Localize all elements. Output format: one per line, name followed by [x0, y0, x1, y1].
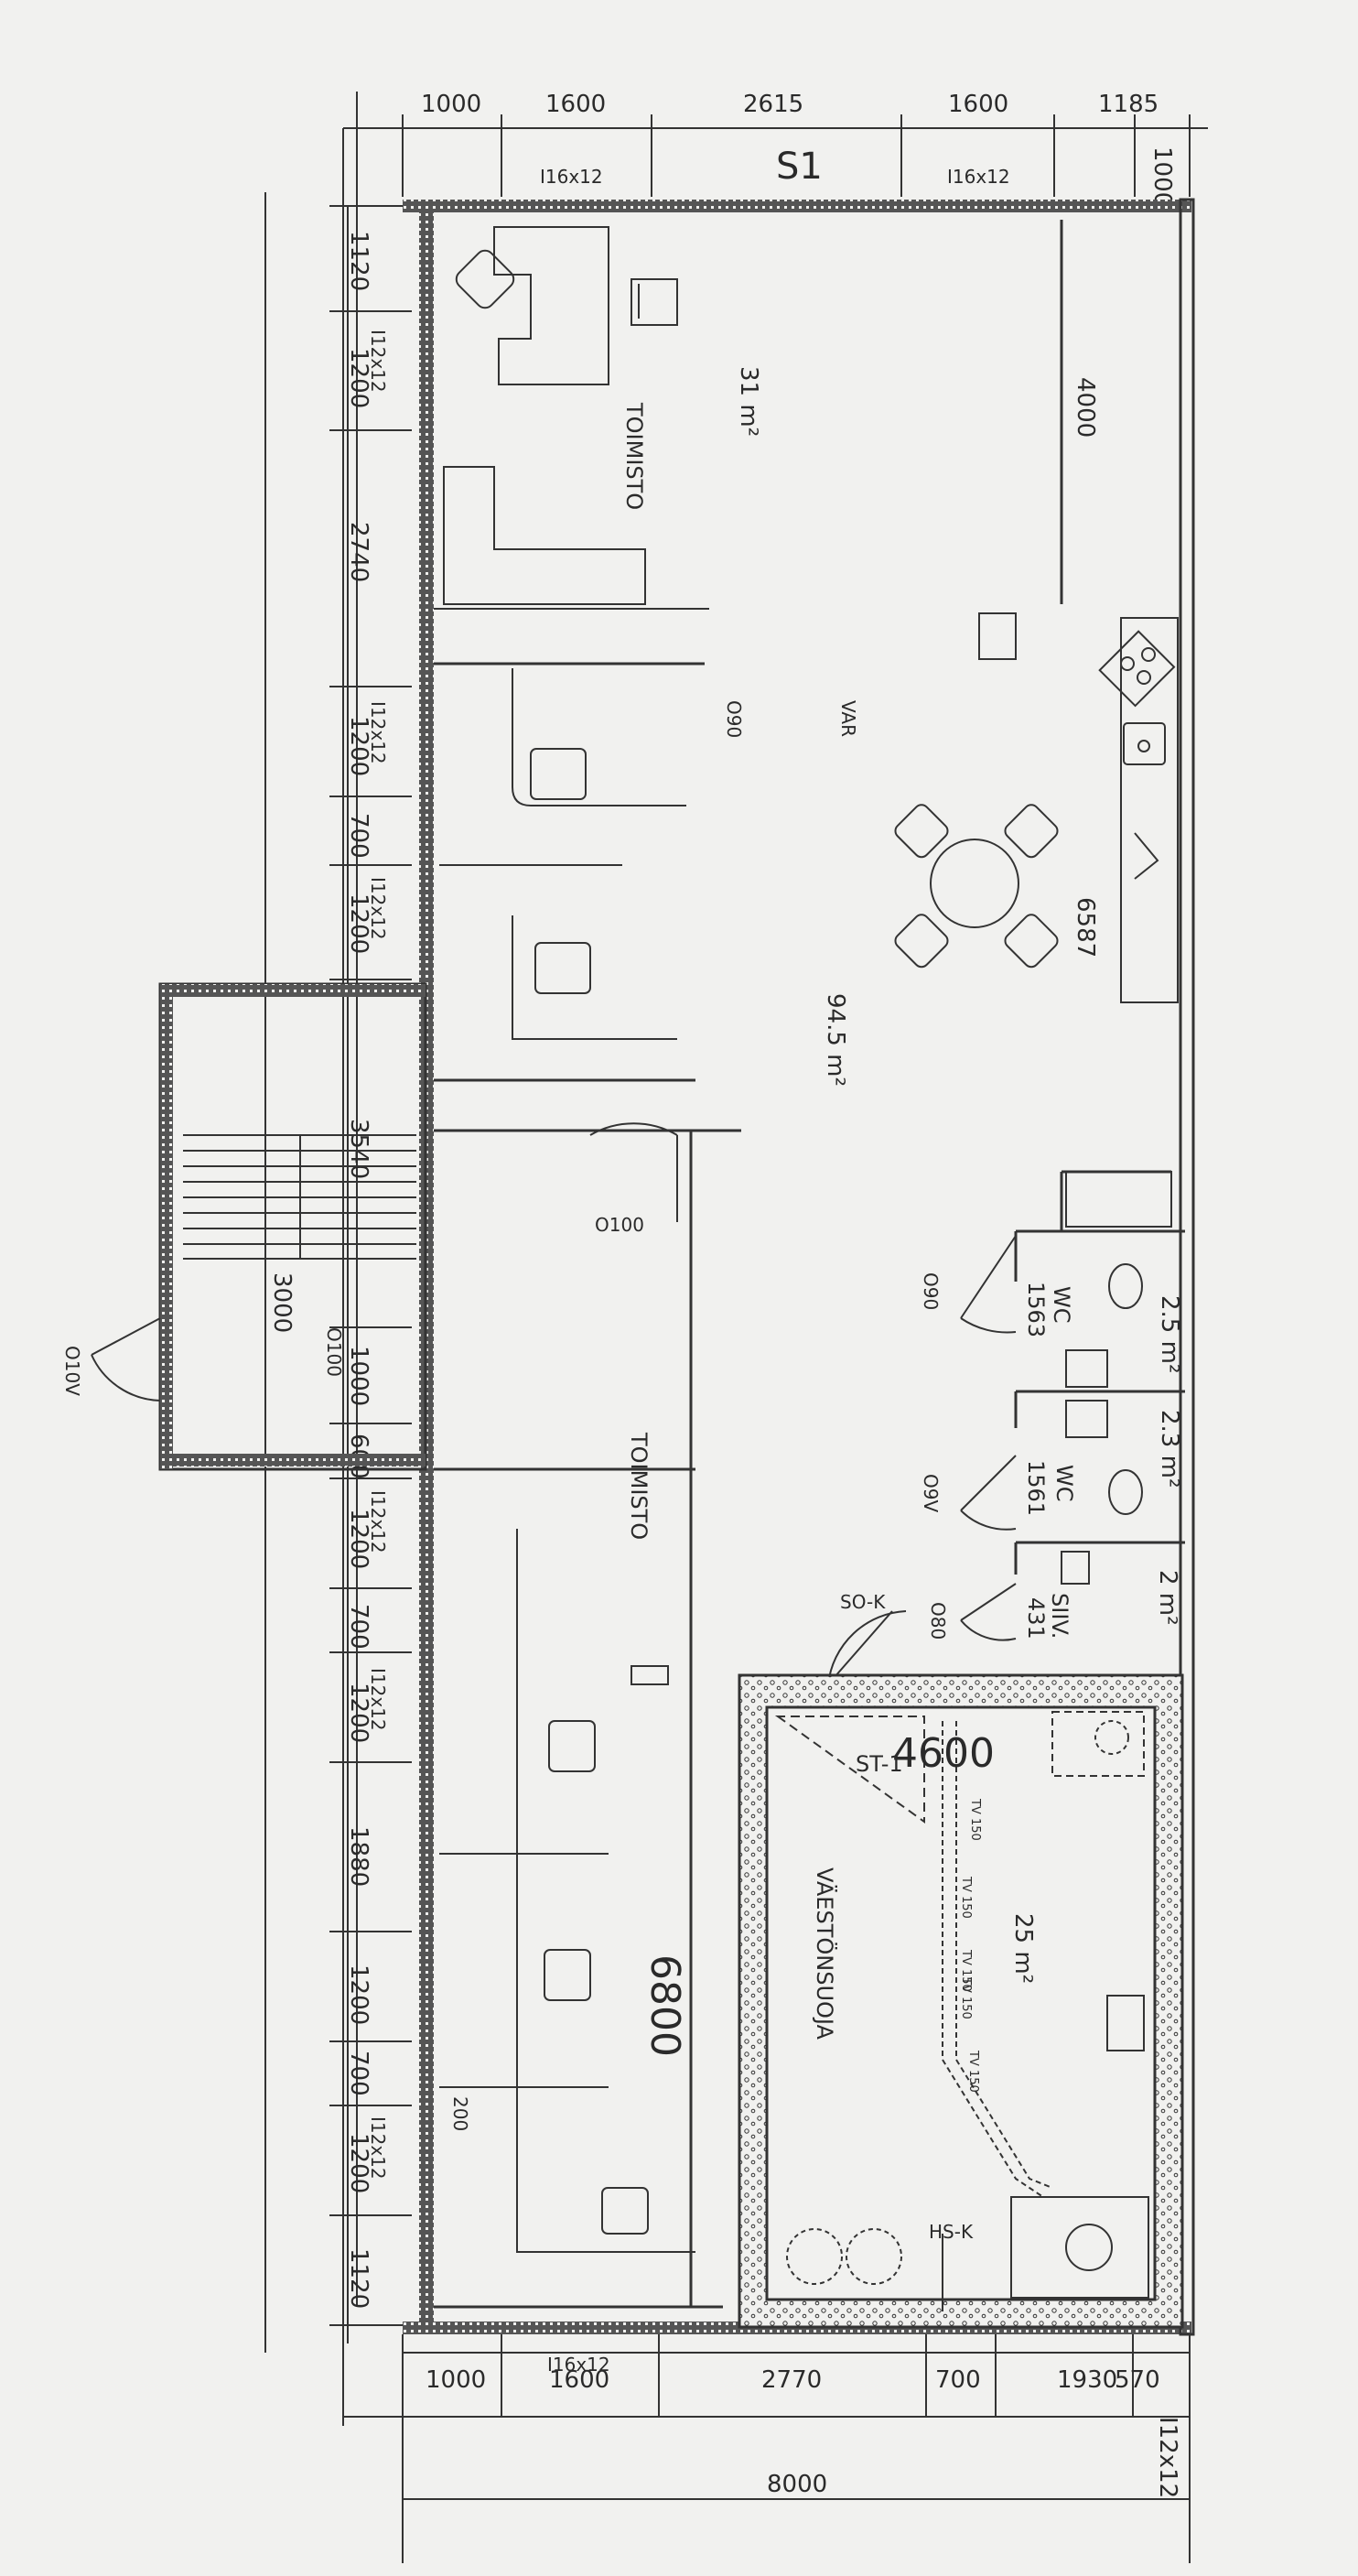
wc2-area: 2.3 m² — [1156, 1410, 1183, 1488]
top-s1-label: S1 — [776, 146, 823, 188]
siiv-name: SIIV. — [1047, 1593, 1072, 1639]
siiv-area: 2 m² — [1154, 1570, 1181, 1626]
office-2-name: TOIMISTO — [626, 1432, 652, 1540]
interior-doors — [589, 1122, 1017, 2322]
left-dim-6: 1200 — [345, 893, 372, 954]
left-window-tag-6: I12x12 — [367, 2116, 389, 2180]
bottom-dim-5: 1930 — [1057, 2366, 1117, 2394]
dining-table-set — [894, 804, 1059, 969]
left-dim-3: 2740 — [345, 522, 372, 582]
shelter-name: VÄESTÖNSUOJA — [812, 1867, 838, 2040]
left-dim-17: 1120 — [345, 2248, 372, 2309]
bottom-dim-6: 570 — [1115, 2366, 1160, 2394]
stair-annex — [158, 982, 427, 1471]
tv-label-1: TV 150 — [968, 1798, 982, 1841]
left-dim-16: 1200 — [345, 2133, 372, 2193]
wc2-name: WC — [1051, 1465, 1077, 1502]
left-dim-14: 1200 — [345, 1964, 372, 2025]
door-tag-010v: O10V — [61, 1346, 83, 1396]
wc2-code: 1561 — [1023, 1460, 1049, 1516]
shelter-walls — [738, 1673, 1184, 2329]
top-window-label-1: I16x12 — [540, 166, 603, 188]
top-window-label-2: I16x12 — [947, 166, 1010, 188]
dimension-frame — [264, 92, 1208, 2563]
left-dim-7: 3540 — [345, 1119, 372, 1179]
length-6800: 6800 — [641, 1954, 688, 2057]
door-tag-090a: O90 — [723, 700, 745, 738]
left-window-tag-2: I12x12 — [367, 701, 389, 764]
office-1-furniture — [434, 226, 709, 610]
left-dim-5: 700 — [345, 813, 372, 859]
door-tag-080: O80 — [927, 1602, 949, 1640]
left-dim-11: 700 — [345, 1604, 372, 1650]
corner-window-tag: I12x12 — [1154, 2417, 1181, 2498]
shelter-area: 25 m² — [1009, 1913, 1037, 1984]
wc1-area: 2.5 m² — [1156, 1295, 1183, 1373]
shelter-code: ST-1 — [856, 1751, 903, 1777]
tv-label-2: TV 150 — [959, 1876, 973, 1919]
tv-label-5: TV 150 — [966, 2050, 980, 2093]
siiv-code: 431 — [1023, 1597, 1049, 1640]
door-tag-hs-k: HS-K — [929, 2221, 974, 2243]
left-dim-1: 1120 — [345, 231, 372, 291]
wc1-name: WC — [1049, 1286, 1074, 1324]
left-window-tag-3: I12x12 — [367, 877, 389, 940]
door-tag-0100b: O100 — [323, 1327, 345, 1377]
dim-200: 200 — [449, 2096, 471, 2131]
bottom-window-label: I16x12 — [547, 2354, 610, 2376]
door-tag-var: VAR — [837, 700, 859, 737]
stair-dim-3000: 3000 — [268, 1272, 296, 1333]
left-dim-4: 1200 — [345, 716, 372, 776]
bottom-dim-4: 700 — [935, 2366, 981, 2394]
door-tag-0100a: O100 — [595, 1214, 644, 1236]
top-dim-3: 2615 — [743, 91, 803, 118]
left-dim-10: 1200 — [345, 1509, 372, 1569]
bottom-dim-1: 1000 — [426, 2366, 486, 2394]
left-window-tag-1: I12x12 — [367, 330, 389, 393]
bottom-dim-3: 2770 — [761, 2366, 822, 2394]
workstations — [439, 668, 695, 2253]
office-1-area: 31 m² — [735, 366, 762, 437]
door-tag-so-k: SO-K — [840, 1591, 886, 1613]
door-tag-090b: O90 — [920, 1272, 942, 1310]
left-dim-2: 1200 — [345, 348, 372, 408]
left-dimension-column — [329, 205, 412, 2343]
left-dim-8: 1000 — [345, 1346, 372, 1406]
top-dim-2: 1600 — [545, 91, 606, 118]
interior-walls — [434, 220, 1185, 2309]
kitchenette — [978, 612, 1179, 1228]
left-dim-15: 700 — [345, 2051, 372, 2096]
stair-entry-door — [91, 1317, 161, 1402]
tv-label-4: TV 150 — [959, 1976, 973, 2019]
left-window-tag-4: I12x12 — [367, 1490, 389, 1553]
top-dim-5: 1185 — [1098, 91, 1159, 118]
open-space-area: 94.5 m² — [822, 993, 849, 1087]
top-dimension-row — [402, 114, 1191, 197]
shelter-width: 4600 — [892, 1730, 995, 1777]
dim-4000: 4000 — [1072, 377, 1099, 438]
left-dim-13: 1880 — [345, 1826, 372, 1887]
bottom-dim-2: 1600 — [549, 2366, 609, 2394]
wc-fixtures — [1061, 1263, 1143, 1585]
shelter-fixtures — [774, 1711, 1149, 2311]
dim-6587: 6587 — [1072, 897, 1099, 958]
bottom-dimension-row — [402, 2334, 1191, 2417]
tv-label-3: TV 150 — [959, 1949, 973, 1992]
overall-width-8000: 8000 — [767, 2471, 827, 2498]
wc1-code: 1563 — [1023, 1282, 1049, 1337]
top-dim-4: 1600 — [948, 91, 1008, 118]
top-dim-6: 1000 — [1148, 146, 1176, 207]
left-dim-12: 1200 — [345, 1683, 372, 1743]
door-tag-09v: O9V — [920, 1474, 942, 1512]
top-dim-1: 1000 — [421, 91, 481, 118]
office-1-name: TOIMISTO — [621, 402, 647, 510]
left-window-tag-5: I12x12 — [367, 1668, 389, 1731]
